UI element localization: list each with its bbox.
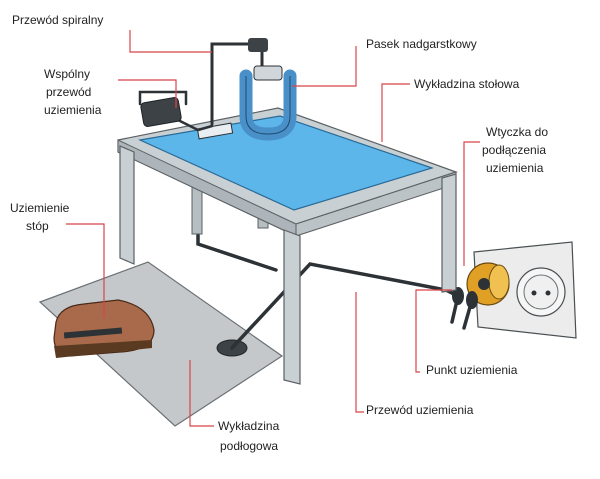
- label-wrist-strap: Pasek nadgarstkowy: [366, 37, 477, 51]
- wrist-strap-outline: [245, 76, 291, 135]
- leader-ground-point: [415, 289, 452, 373]
- table-leg-front-left: [119, 145, 135, 265]
- label-foot-ground-1: Uziemienie: [10, 201, 70, 215]
- leader-foot-ground: [66, 223, 105, 318]
- leader-ground-plug: [463, 141, 480, 266]
- label-common-ground-2: przewód: [46, 85, 91, 99]
- ground-plug-face: [488, 264, 510, 300]
- ground-plug-center: [478, 278, 490, 290]
- label-coil-cord: Przewód spiralny: [12, 13, 103, 27]
- leader-ground-wire: [355, 292, 364, 413]
- shoe-sole: [54, 340, 152, 358]
- mat-ground-snap: [196, 122, 234, 140]
- common-ground-wire: [138, 90, 214, 132]
- table-leg-front-middle: [283, 229, 301, 385]
- coil-cord: [210, 42, 264, 126]
- label-floor-mat-2: podłogowa: [220, 439, 278, 453]
- label-ground-plug-1: Wtyczka do: [486, 125, 548, 139]
- leader-table-mat: [381, 83, 410, 142]
- label-foot-ground-2: stóp: [26, 219, 49, 233]
- socket-pin-right: [545, 290, 551, 296]
- label-common-ground-3: uziemienia: [44, 103, 102, 117]
- leader-coil-cord: [129, 30, 212, 53]
- socket-pin-left: [531, 290, 537, 296]
- leader-floor-mat: [189, 360, 214, 427]
- socket-inner: [523, 274, 559, 310]
- label-floor-mat-1: Wykładzina: [218, 419, 280, 433]
- leader-lines: [66, 30, 480, 427]
- leader-wrist-strap: [292, 46, 357, 87]
- label-common-ground-1: Wspólny: [44, 67, 90, 81]
- table-mat: [137, 115, 434, 211]
- label-ground-point: Punkt uziemienia: [426, 363, 518, 377]
- label-table-mat: Wykładzina stołowa: [414, 77, 520, 91]
- common-ground-box: [140, 97, 182, 127]
- label-ground-wire: Przewód uziemienia: [366, 403, 474, 417]
- label-ground-plug-3: uziemienia: [486, 161, 544, 175]
- coil-cord-clip: [248, 38, 268, 52]
- label-ground-plug-2: podłączenia: [482, 143, 546, 157]
- shoe-ground-strap: [63, 327, 123, 339]
- wrist-strap-buckle: [253, 65, 283, 81]
- table-leg-front-right: [441, 173, 457, 293]
- leader-common-ground: [118, 79, 177, 108]
